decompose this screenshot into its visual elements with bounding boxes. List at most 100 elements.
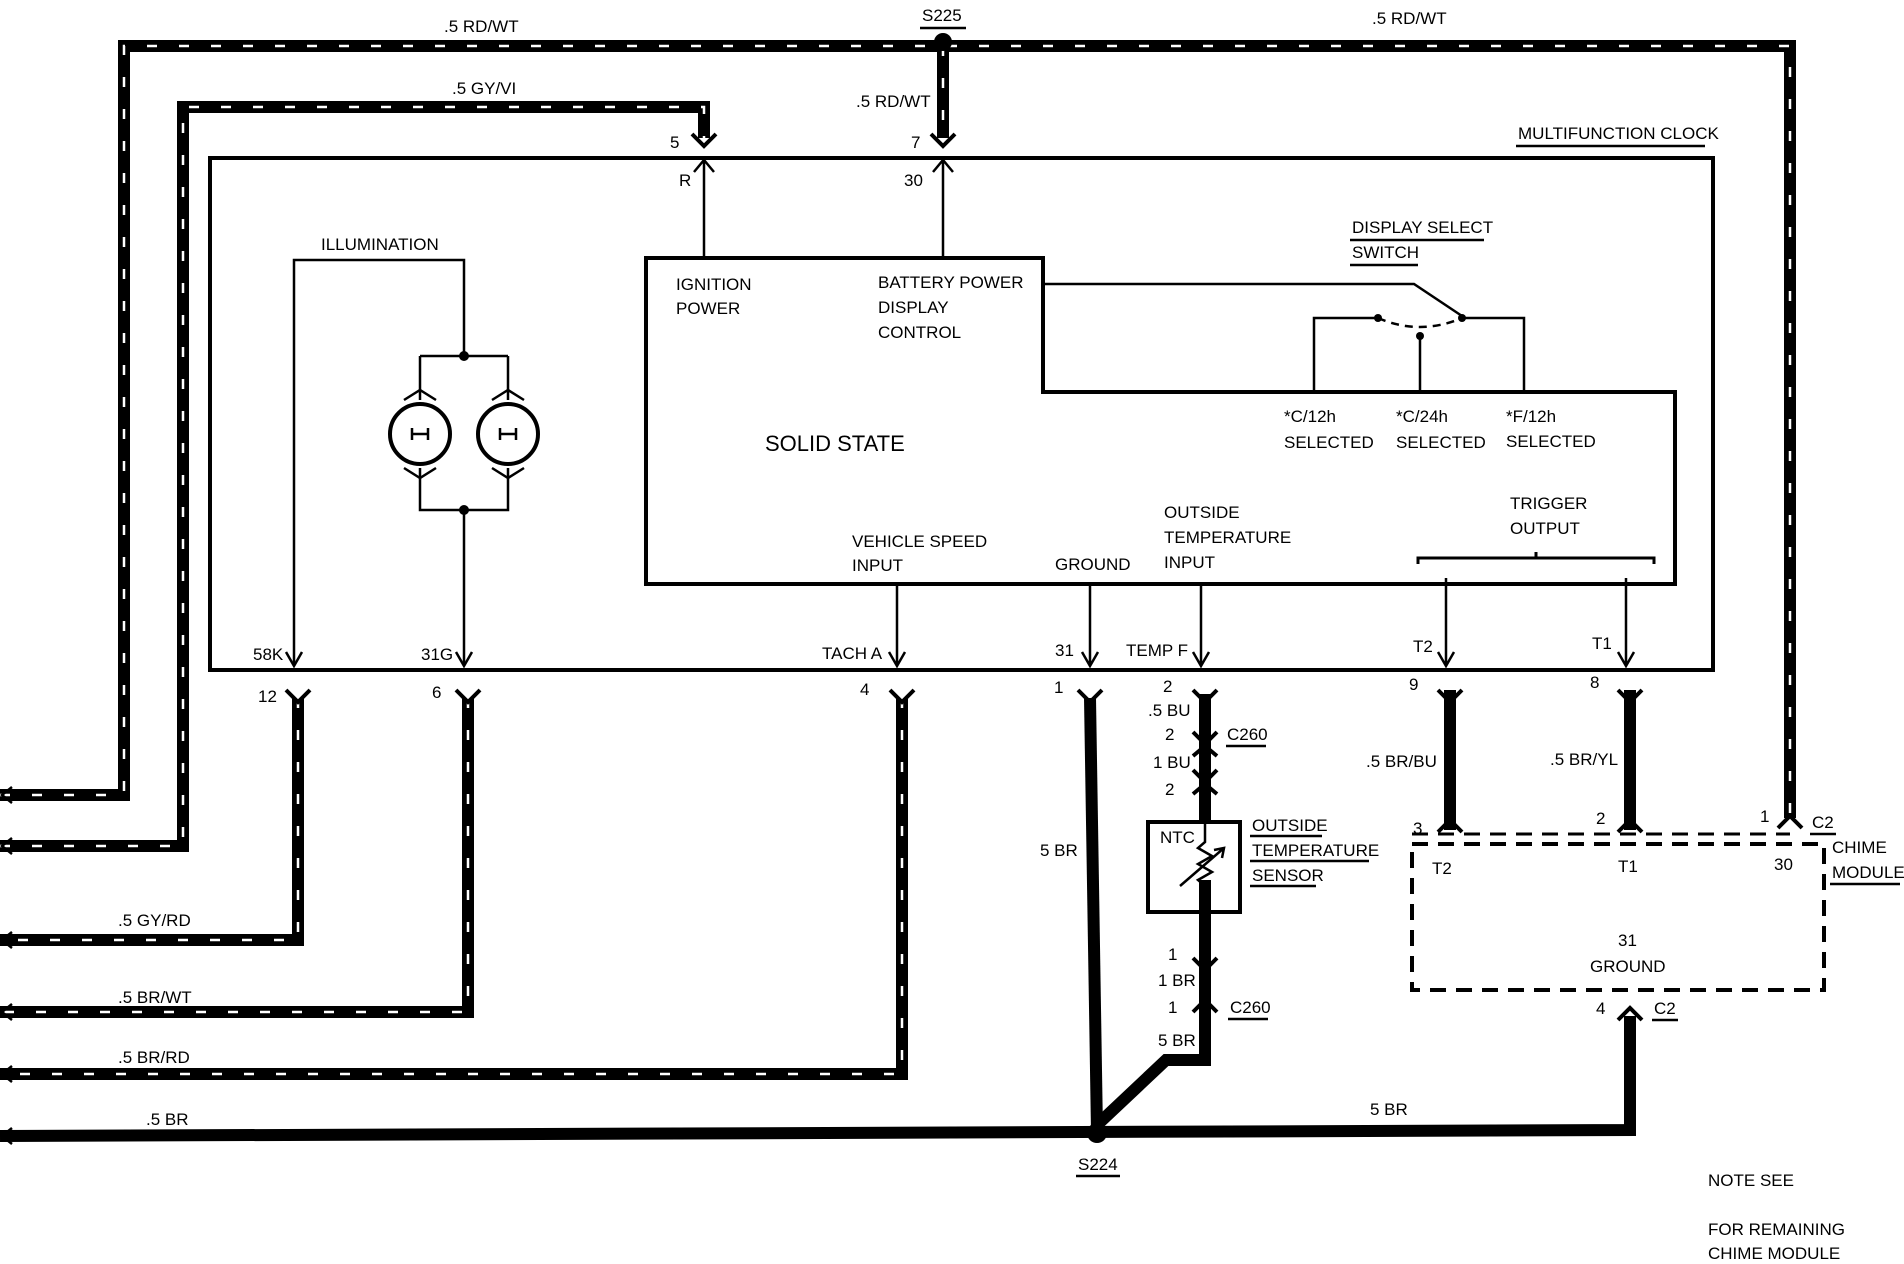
terminal-tach-a: TACH A	[822, 644, 883, 663]
chime-label-l1: CHIME	[1832, 838, 1887, 857]
vehicle-speed-l2: INPUT	[852, 556, 903, 575]
label-5br-sensor: 5 BR	[1158, 1031, 1196, 1050]
note-l1: NOTE SEE	[1708, 1171, 1794, 1190]
terminal-t2: T2	[1413, 637, 1433, 656]
pin-c260-b: 2	[1165, 780, 1174, 799]
outside-temperature-sensor	[1146, 820, 1242, 914]
wire-br-ground-bus	[0, 1016, 1636, 1142]
pin-1: 1	[1054, 678, 1063, 697]
splice-s224	[1087, 1123, 1107, 1143]
sel-c24-l2: SELECTED	[1396, 433, 1486, 452]
label-c2-top: C2	[1812, 813, 1834, 832]
sel-f12-l2: SELECTED	[1506, 432, 1596, 451]
label-rd-wt-right: .5 RD/WT	[1372, 9, 1447, 28]
clock-title: MULTIFUNCTION CLOCK	[1518, 124, 1720, 143]
sensor-ntc: NTC	[1160, 828, 1195, 847]
sel-c24-l1: *C/24h	[1396, 407, 1448, 426]
terminal-31: 31	[1055, 641, 1074, 660]
terminal-58k: 58K	[253, 645, 284, 664]
top-pin-7: 7	[911, 133, 920, 152]
wire-gy-rd	[0, 698, 304, 946]
c260-connectors	[1191, 730, 1219, 1014]
chime-module-box	[1410, 842, 1826, 992]
multifunction-clock-box	[208, 156, 1715, 672]
ignition-power-l2: POWER	[676, 299, 740, 318]
wire-5br-sensor	[1092, 1012, 1211, 1130]
pin-8: 8	[1590, 673, 1599, 692]
wire-br-rd	[0, 698, 908, 1080]
terminal-r: R	[679, 171, 691, 190]
terminal-31g: 31G	[421, 645, 453, 664]
label-br-1: 1 BR	[1158, 971, 1196, 990]
ground-label: GROUND	[1055, 555, 1131, 574]
trigger-output-l1: TRIGGER	[1510, 494, 1587, 513]
label-rd-wt-pin7: .5 RD/WT	[856, 92, 931, 111]
chime-ground-label: GROUND	[1590, 957, 1666, 976]
label-c260-top: C260	[1227, 725, 1268, 744]
label-gy-rd: .5 GY/RD	[118, 911, 191, 930]
label-br-yl: .5 BR/YL	[1550, 750, 1618, 769]
pin-4: 4	[860, 680, 869, 699]
sensor-label-l2: TEMPERATURE	[1252, 841, 1379, 860]
pin-9: 9	[1409, 675, 1418, 694]
display-select-l1: DISPLAY SELECT	[1352, 218, 1493, 237]
lamp-bulb-icon	[388, 388, 452, 480]
wire-gy-vi	[0, 101, 710, 852]
chime-pin-2: 2	[1596, 809, 1605, 828]
display-select-switch-icon	[1043, 282, 1526, 392]
label-br-rd: .5 BR/RD	[118, 1048, 190, 1067]
battery-power-l2: DISPLAY	[878, 298, 949, 317]
trigger-output-l2: OUTPUT	[1510, 519, 1580, 538]
label-5br-ground: 5 BR	[1040, 841, 1078, 860]
pin-2: 2	[1163, 677, 1172, 696]
top-pin-5: 5	[670, 133, 679, 152]
sel-f12-l1: *F/12h	[1506, 407, 1556, 426]
note-l3: CHIME MODULE	[1708, 1244, 1840, 1263]
note-l2: FOR REMAINING	[1708, 1220, 1845, 1239]
pin-c260-a: 2	[1165, 725, 1174, 744]
harness-wires	[0, 40, 1796, 1142]
pin-6: 6	[432, 683, 441, 702]
pin-12: 12	[258, 687, 277, 706]
terminal-t1: T1	[1592, 634, 1612, 653]
pin-c260-d: 1	[1168, 998, 1177, 1017]
illumination-label: ILLUMINATION	[321, 235, 439, 254]
label-c2-bottom: C2	[1654, 999, 1676, 1018]
chime-terminal-t1: T1	[1618, 857, 1638, 876]
label-gy-vi: .5 GY/VI	[452, 79, 516, 98]
vehicle-speed-l1: VEHICLE SPEED	[852, 532, 987, 551]
label-br-bu: .5 BR/BU	[1366, 752, 1437, 771]
chime-pin-1: 1	[1760, 807, 1769, 826]
terminal-temp-f: TEMP F	[1126, 641, 1188, 660]
solid-state-block	[644, 256, 1677, 586]
label-br-wt: .5 BR/WT	[118, 988, 192, 1007]
sensor-label-l1: OUTSIDE	[1252, 816, 1328, 835]
connector-forks	[284, 132, 1804, 1022]
ignition-power-l1: IGNITION	[676, 275, 752, 294]
terminal-30: 30	[904, 171, 923, 190]
battery-power-l1: BATTERY POWER	[878, 273, 1023, 292]
splice-s225	[934, 33, 952, 51]
outside-temp-l3: INPUT	[1164, 553, 1215, 572]
label-s224: S224	[1078, 1155, 1118, 1174]
label-br-left: .5 BR	[146, 1110, 189, 1129]
label-bu-5: .5 BU	[1148, 701, 1191, 720]
chime-pin-3: 3	[1413, 819, 1422, 838]
sensor-label-l3: SENSOR	[1252, 866, 1324, 885]
solid-state-label: SOLID STATE	[765, 431, 905, 456]
outside-temp-l1: OUTSIDE	[1164, 503, 1240, 522]
label-s225: S225	[922, 6, 962, 25]
chime-terminal-30: 30	[1774, 855, 1793, 874]
pin-c260-c: 1	[1168, 945, 1177, 964]
thermistor-icon	[1179, 822, 1226, 912]
label-c260-bottom: C260	[1230, 998, 1271, 1017]
label-bu-1: 1 BU	[1153, 753, 1191, 772]
chime-terminal-t2: T2	[1432, 859, 1452, 878]
lamp-bulb-icon	[476, 388, 540, 480]
display-select-l2: SWITCH	[1352, 243, 1419, 262]
wire-br-wt	[0, 698, 474, 1018]
label-5br-right: 5 BR	[1370, 1100, 1408, 1119]
sel-c12-l2: SELECTED	[1284, 433, 1374, 452]
sel-c12-l1: *C/12h	[1284, 407, 1336, 426]
